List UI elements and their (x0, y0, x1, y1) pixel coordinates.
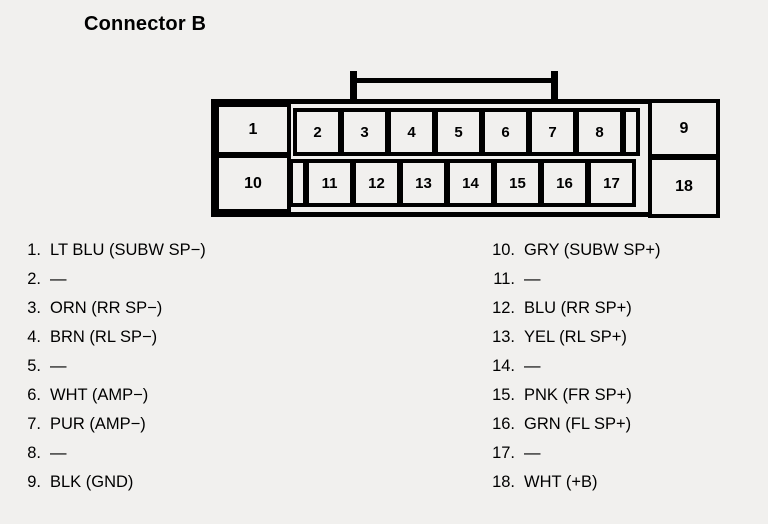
pin-cell-11[interactable]: 11 (305, 159, 354, 207)
connector-diagram: 1 2 3 4 5 6 7 8 9 10 11 12 13 14 15 16 1… (0, 0, 768, 236)
pin-cell-12[interactable]: 12 (352, 159, 401, 207)
latch-post-right (551, 71, 558, 107)
legend-item-11: 11. — (489, 270, 660, 299)
legend-number: 14. (492, 357, 515, 375)
legend-number: 11. (493, 270, 515, 288)
legend-number: 2. (27, 270, 41, 288)
legend-number: 16. (492, 415, 515, 433)
legend-description: GRY (SUBW SP+) (524, 241, 661, 259)
legend-number: 10. (492, 241, 515, 259)
legend-description: WHT (AMP−) (50, 386, 149, 404)
pin-cell-8[interactable]: 8 (575, 108, 624, 156)
legend-item-6: 6. WHT (AMP−) (24, 386, 206, 415)
top-row-spacer-cell (622, 108, 640, 156)
pin-cell-18[interactable]: 18 (648, 156, 720, 218)
pin-legend-right: 10. GRY (SUBW SP+) 11. — 12. BLU (RR SP+… (489, 241, 660, 502)
pin-cell-13[interactable]: 13 (399, 159, 448, 207)
pin-cell-16[interactable]: 16 (540, 159, 589, 207)
legend-description: — (50, 357, 67, 375)
legend-number: 8. (27, 444, 41, 462)
legend-description: BLU (RR SP+) (524, 299, 632, 317)
legend-item-1: 1. LT BLU (SUBW SP−) (24, 241, 206, 270)
pin-cell-10[interactable]: 10 (215, 154, 291, 213)
legend-item-12: 12. BLU (RR SP+) (489, 299, 660, 328)
legend-description: WHT (+B) (524, 473, 598, 491)
pin-cell-15[interactable]: 15 (493, 159, 542, 207)
legend-number: 12. (492, 299, 515, 317)
legend-description: BRN (RL SP−) (50, 328, 158, 346)
legend-item-3: 3. ORN (RR SP−) (24, 299, 206, 328)
legend-number: 13. (492, 328, 515, 346)
legend-item-17: 17. — (489, 444, 660, 473)
legend-item-15: 15. PNK (FR SP+) (489, 386, 660, 415)
legend-description: BLK (GND) (50, 473, 134, 491)
pin-cell-17[interactable]: 17 (587, 159, 636, 207)
legend-item-18: 18. WHT (+B) (489, 473, 660, 502)
legend-description: — (524, 357, 541, 375)
legend-number: 6. (27, 386, 41, 404)
legend-item-16: 16. GRN (FL SP+) (489, 415, 660, 444)
pin-cell-2[interactable]: 2 (293, 108, 342, 156)
legend-description: — (524, 444, 541, 462)
legend-description: — (524, 270, 541, 288)
legend-number: 18. (492, 473, 515, 491)
pin-cell-6[interactable]: 6 (481, 108, 530, 156)
pin-cell-9[interactable]: 9 (648, 99, 720, 158)
legend-item-4: 4. BRN (RL SP−) (24, 328, 206, 357)
pin-cell-4[interactable]: 4 (387, 108, 436, 156)
legend-item-7: 7. PUR (AMP−) (24, 415, 206, 444)
legend-item-9: 9. BLK (GND) (24, 473, 206, 502)
legend-number: 9. (27, 473, 41, 491)
legend-description: YEL (RL SP+) (524, 328, 627, 346)
legend-number: 5. (27, 357, 41, 375)
pin-cell-7[interactable]: 7 (528, 108, 577, 156)
legend-item-8: 8. — (24, 444, 206, 473)
pin-cell-14[interactable]: 14 (446, 159, 495, 207)
legend-number: 1. (27, 241, 41, 259)
legend-item-2: 2. — (24, 270, 206, 299)
legend-number: 17. (492, 444, 515, 462)
pin-cell-3[interactable]: 3 (340, 108, 389, 156)
legend-description: GRN (FL SP+) (524, 415, 632, 433)
legend-item-5: 5. — (24, 357, 206, 386)
legend-number: 7. (27, 415, 41, 433)
legend-description: PUR (AMP−) (50, 415, 146, 433)
legend-item-10: 10. GRY (SUBW SP+) (489, 241, 660, 270)
latch-post-left (350, 71, 357, 107)
legend-number: 4. (27, 328, 41, 346)
legend-description: ORN (RR SP−) (50, 299, 163, 317)
legend-number: 3. (27, 299, 41, 317)
legend-description: PNK (FR SP+) (524, 386, 632, 404)
legend-description: — (50, 444, 67, 462)
legend-description: LT BLU (SUBW SP−) (50, 241, 206, 259)
legend-item-13: 13. YEL (RL SP+) (489, 328, 660, 357)
pin-cell-1[interactable]: 1 (215, 103, 291, 156)
legend-item-14: 14. — (489, 357, 660, 386)
legend-description: — (50, 270, 67, 288)
latch-crossbar (350, 78, 558, 83)
pin-legend-left: 1. LT BLU (SUBW SP−) 2. — 3. ORN (RR SP−… (24, 241, 206, 502)
legend-number: 15. (492, 386, 515, 404)
page-title: Connector B (84, 13, 207, 35)
pin-cell-5[interactable]: 5 (434, 108, 483, 156)
